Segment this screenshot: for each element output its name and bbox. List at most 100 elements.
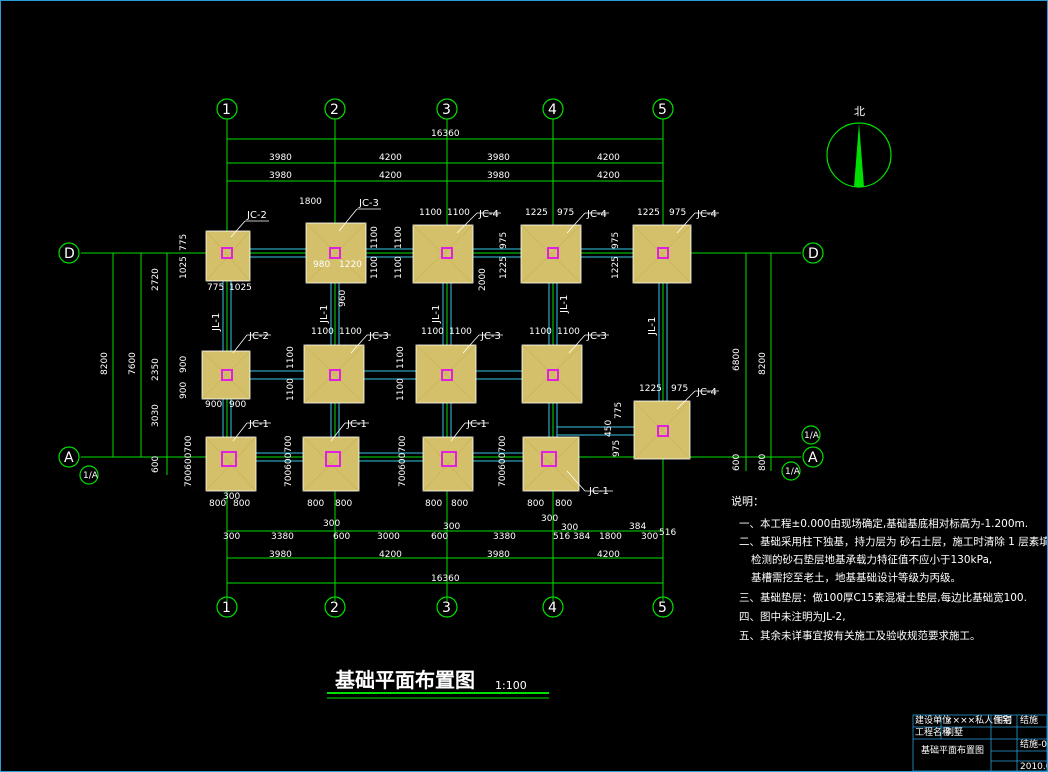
note-1: 一、本工程±0.000由现场确定,基础基底相对标高为-1.200m. xyxy=(739,517,1028,530)
dim-v-1100-c: 1100 xyxy=(396,346,406,369)
dim-v-600-right: 600 xyxy=(732,454,742,471)
dim-800-g: 800 xyxy=(527,499,544,509)
dim-800-h: 800 xyxy=(555,499,572,509)
axis-label-a-left: A xyxy=(64,450,74,466)
note-2: 二、基础采用柱下独基，持力层为 砂石土层，施工时清除 1 层素填土, xyxy=(739,535,1048,548)
beam-label-jl1-e: JL-1 xyxy=(647,317,658,336)
dim-975-a: 975 xyxy=(557,208,574,218)
axis-label-3-bottom: 3 xyxy=(442,600,451,616)
axis-label-a-right: A xyxy=(808,450,818,466)
axis-bubbles xyxy=(58,98,824,618)
dim-1100-g: 1100 xyxy=(529,327,552,337)
dim-top2-3: 3980 xyxy=(487,171,510,181)
tb-drawing-no: 结施-02 xyxy=(1020,738,1048,750)
dim-1100-b: 1100 xyxy=(447,208,470,218)
axis-label-1a-right: 1/A xyxy=(804,431,820,441)
note-2c: 基槽需挖至老土，地基基础设计等级为丙级。 xyxy=(751,571,961,584)
dim-v-3030: 3030 xyxy=(151,404,161,427)
dim-v-700600700-d: 700600700 xyxy=(498,435,508,487)
dim-bot-300-b: 300 xyxy=(641,532,658,542)
dim-bot-total: 16360 xyxy=(431,574,460,584)
dim-v-6800: 6800 xyxy=(732,348,742,371)
tb-cell-4: 别墅 xyxy=(945,727,963,738)
label-jc3-mid-c: JC-3 xyxy=(586,331,607,342)
note-4: 四、图中未注明为JL-2, xyxy=(739,610,846,623)
dim-bot2-1: 3980 xyxy=(269,550,292,560)
axis-label-1a-left: 1/A xyxy=(83,471,99,481)
label-jc1-a: JC-1 xyxy=(248,419,269,430)
label-jc4-d: JC-4 xyxy=(696,387,717,398)
columns xyxy=(221,247,669,467)
dim-v-700600700-c: 700600700 xyxy=(398,435,408,487)
dim-v-1225-b: 1225 xyxy=(611,256,621,279)
dim-1225-b: 1225 xyxy=(637,208,660,218)
dim-1800: 1800 xyxy=(299,197,322,207)
dim-800-e: 800 xyxy=(425,499,442,509)
note-5: 五、其余未详事宜按有关施工及验收规范要求施工。 xyxy=(739,629,981,642)
axis-label-5-top: 5 xyxy=(658,102,667,118)
tb-date: 2010.05 xyxy=(1020,762,1048,772)
label-jc4-c: JC-4 xyxy=(696,209,717,220)
dim-bot-300-c: 300 xyxy=(561,523,578,533)
dim-top-total: 16360 xyxy=(431,129,460,139)
dim-bot-600-a: 600 xyxy=(333,532,350,542)
axis-label-4-bottom: 4 xyxy=(548,600,557,616)
axis-label-2-top: 2 xyxy=(330,102,339,118)
label-jc1-b: JC-1 xyxy=(346,419,367,430)
dim-bot-1800: 1800 xyxy=(599,532,622,542)
dim-1225-c: 1225 xyxy=(639,384,662,394)
dim-v-2000: 2000 xyxy=(478,268,488,291)
dim-bot-516-b: 516 xyxy=(659,528,676,538)
drawing-scale: 1:100 xyxy=(495,679,527,692)
dim-v-900-b: 900 xyxy=(179,382,189,399)
dim-top2-1: 3980 xyxy=(269,171,292,181)
beam-label-jl1-a: JL-1 xyxy=(211,313,222,332)
dim-800-c: 800 xyxy=(307,499,324,509)
dim-v-900-a: 900 xyxy=(179,356,189,373)
pad-diagonals xyxy=(201,222,692,492)
dim-300-d: 300 xyxy=(541,514,558,524)
dim-800-f: 800 xyxy=(451,499,468,509)
tb-cell-6: 结施 xyxy=(1020,714,1038,726)
dim-v-2720: 2720 xyxy=(151,268,161,291)
dim-v-1100-f: 1100 xyxy=(370,256,380,279)
title-block xyxy=(912,714,1047,771)
axis-label-2-bottom: 2 xyxy=(330,600,339,616)
axis-label-5-bottom: 5 xyxy=(658,600,667,616)
dim-bot-3000: 3000 xyxy=(377,532,400,542)
dim-1100-h: 1100 xyxy=(557,327,580,337)
dim-975-c: 975 xyxy=(671,384,688,394)
dim-800-d: 800 xyxy=(335,499,352,509)
tb-cell-5: 图别 xyxy=(994,715,1012,726)
north-arrow xyxy=(826,122,892,188)
dim-800-b: 800 xyxy=(233,499,250,509)
axis-label-1-top: 1 xyxy=(222,102,231,118)
drawing-title: 基础平面布置图 xyxy=(335,668,475,692)
dim-v-8200-right: 8200 xyxy=(758,352,768,375)
dim-bot-3380-a: 3380 xyxy=(271,532,294,542)
dim-1220: 1220 xyxy=(339,260,362,270)
north-label: 北 xyxy=(854,105,865,118)
dim-v-975-c: 975 xyxy=(612,440,622,457)
dim-900-a: 900 xyxy=(205,400,222,410)
tb-drawing-name: 基础平面布置图 xyxy=(921,744,984,756)
label-jc3-mid-a: JC-3 xyxy=(368,331,389,342)
dim-v-1100-a: 1100 xyxy=(286,346,296,369)
axis-label-d-left: D xyxy=(64,246,75,262)
notes: 说明： 一、本工程±0.000由现场确定,基础基底相对标高为-1.200m. 二… xyxy=(731,494,1048,642)
note-3: 三、基础垫层：做100厚C15素混凝土垫层,每边比基础宽100. xyxy=(739,591,1027,604)
dim-1025-a: 1025 xyxy=(229,283,252,293)
dim-v-975-b: 975 xyxy=(611,232,621,249)
label-jc4-a: JC-4 xyxy=(478,209,499,220)
tb-cell-1: 建设单位 xyxy=(915,714,951,726)
title-underline xyxy=(327,692,549,699)
dim-top-4: 4200 xyxy=(597,153,620,163)
dim-v-2350: 2350 xyxy=(151,358,161,381)
dim-v-1225-a: 1225 xyxy=(499,256,509,279)
dim-v-975-a: 975 xyxy=(499,232,509,249)
dim-bot-384-b: 384 xyxy=(629,522,646,532)
dim-top-1: 3980 xyxy=(269,153,292,163)
axis-label-3-top: 3 xyxy=(442,102,451,118)
